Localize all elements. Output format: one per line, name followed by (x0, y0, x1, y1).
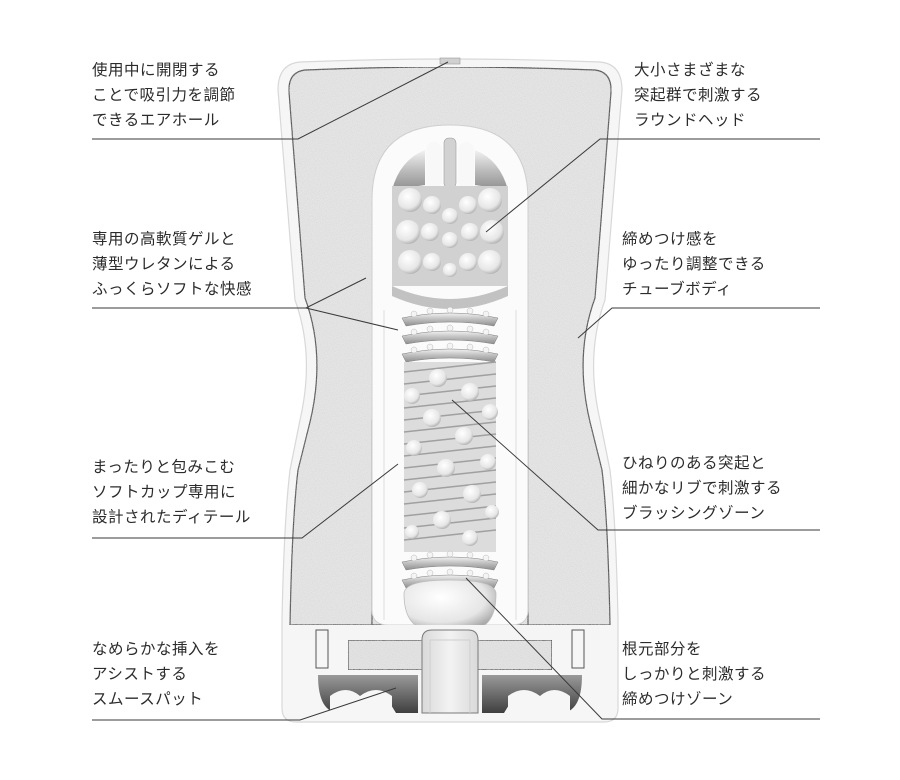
label-line: 締めつけゾーン (622, 690, 734, 708)
leader-air-hole (92, 61, 449, 140)
label-brushing-zone: ひねりのある突起と 細かなリブで刺激する ブラッシングゾーン (622, 451, 782, 526)
label-line: 使用中に開閉する (92, 61, 221, 79)
leader-soft-gel (92, 277, 399, 331)
label-soft-gel: 専用の高軟質ゲルと 薄型ウレタンによる ふっくらソフトな快感 (92, 227, 252, 302)
label-line: しっかりと刺激する (622, 665, 767, 683)
round-head-nubs (392, 137, 508, 309)
label-line: ひねりのある突起と (622, 454, 767, 472)
label-soft-cup-detail: まったりと包みこむ ソフトカップ専用に 設計されたディテール (92, 455, 251, 530)
label-line: ことで吸引力を調節 (92, 86, 236, 104)
label-line: 細かなリブで刺激する (622, 479, 783, 497)
label-air-hole: 使用中に開閉する ことで吸引力を調節 できるエアホール (92, 58, 236, 133)
label-round-head: 大小さまざまな 突起群で刺激する ラウンドヘッド (634, 58, 762, 133)
label-line: 締めつけ感を (622, 230, 719, 248)
leader-lines (92, 61, 820, 721)
label-line: まったりと包みこむ (92, 458, 236, 476)
label-line: 設計されたディテール (92, 508, 251, 526)
brushing-zone-ribs (403, 361, 499, 552)
tightening-zone (401, 550, 499, 631)
leader-brushing-zone (451, 399, 820, 531)
air-hole (439, 57, 461, 65)
label-line: ラウンドヘッド (634, 111, 747, 129)
label-line: 突起群で刺激する (634, 86, 763, 104)
leader-soft-cup (92, 463, 399, 539)
bottom-cap (300, 625, 600, 714)
label-smooth-pad: なめらかな挿入を アシストする スムースパット (92, 637, 220, 712)
label-line: 根元部分を (622, 640, 703, 658)
leader-round-head (485, 138, 820, 233)
label-line: なめらかな挿入を (92, 640, 221, 658)
label-tube-body: 締めつけ感を ゆったり調整できる チューブボディ (622, 227, 766, 302)
label-tightening-zone: 根元部分を しっかりと刺激する 締めつけゾーン (622, 637, 766, 712)
label-line: 大小さまざまな (634, 61, 747, 79)
label-line: ゆったり調整できる (622, 255, 766, 273)
label-line: 専用の高軟質ゲルと (92, 230, 237, 248)
label-line: 薄型ウレタンによる (92, 255, 236, 273)
leader-smooth-pad (92, 687, 397, 721)
label-line: できるエアホール (92, 111, 220, 129)
label-line: スムースパット (92, 690, 204, 708)
label-line: ブラッシングゾーン (622, 504, 766, 522)
leader-tube-body (577, 307, 820, 339)
label-line: チューブボディ (622, 280, 732, 298)
neck-ribs (401, 306, 499, 363)
label-line: アシストする (92, 665, 188, 683)
label-line: ふっくらソフトな快感 (92, 280, 253, 298)
leader-tightening-zone (465, 577, 820, 720)
label-line: ソフトカップ専用に (92, 483, 237, 501)
